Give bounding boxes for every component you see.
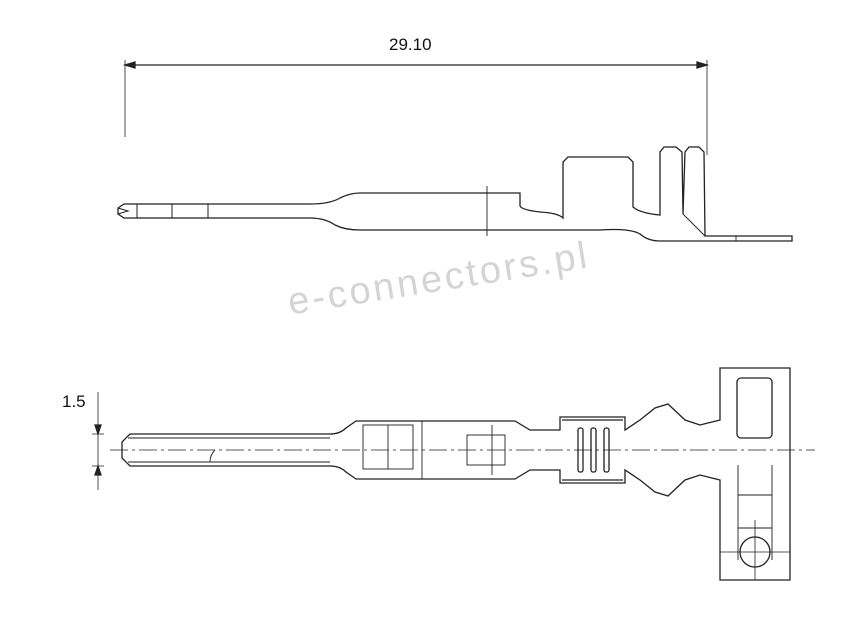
side-view-terminal	[117, 146, 793, 242]
top-view-terminal	[110, 367, 815, 581]
width-dimension-label: 1.5	[62, 392, 86, 411]
length-dimension-label: 29.10	[389, 35, 432, 54]
length-dimension	[122, 60, 710, 155]
width-dimension	[92, 392, 104, 490]
